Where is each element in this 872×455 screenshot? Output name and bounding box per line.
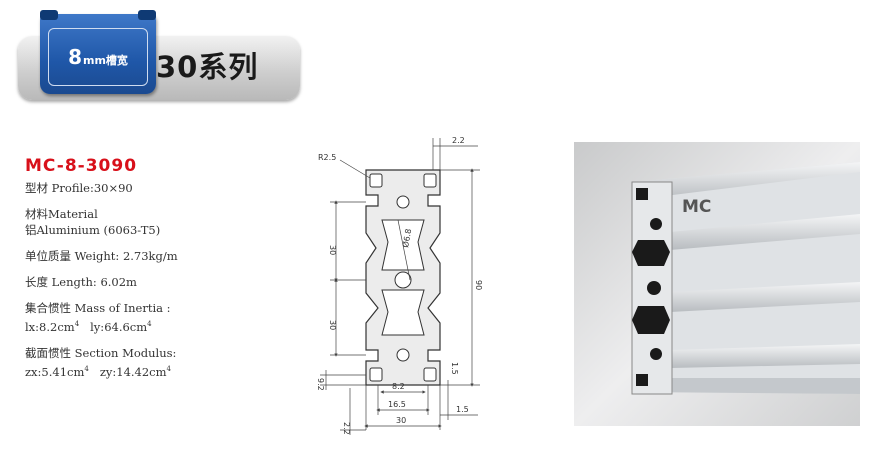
tab-fold-right	[138, 10, 156, 20]
section-values: zx:5.41cm4 zy:14.42cm4	[25, 361, 275, 380]
spec-length: 长度 Length: 6.02m	[25, 274, 275, 290]
material-label: 材料Material	[25, 207, 98, 221]
end-face-cavities	[632, 188, 670, 386]
zy-label: zy:	[99, 364, 117, 379]
spec-profile: 型材 Profile:30×90	[25, 180, 275, 196]
slot-number: 8	[68, 45, 82, 69]
slot-width-tab: 8 mm槽宽	[40, 10, 156, 94]
ly-value: 64.6cm	[104, 319, 148, 334]
weight-label: 单位质量 Weight:	[25, 249, 120, 263]
tab-fold-left	[40, 10, 58, 20]
extrusion-body	[632, 162, 860, 394]
dim-slot-width: 8.2	[392, 382, 405, 391]
profile-cross-section-drawing: 2.2 R2.5 Ø6.8 30 30 90 1.5 9.2 8.2 16.5 …	[316, 136, 483, 435]
ly-label: ly:	[90, 319, 105, 334]
profile-value: 30×90	[93, 181, 133, 195]
corner-cavity-bl	[369, 367, 383, 382]
spec-list: MC-8-3090 型材 Profile:30×90 材料Material 铝A…	[25, 158, 275, 390]
spec-weight: 单位质量 Weight: 2.73kg/m	[25, 248, 275, 264]
dim-pitch-1: 30	[328, 245, 337, 255]
spec-material: 材料Material 铝Aluminium (6063-T5)	[25, 206, 275, 238]
inertia-values: lx:8.2cm4 ly:64.6cm4	[25, 316, 275, 335]
zx-value: 5.41cm	[41, 364, 85, 379]
zy-exponent: 4	[166, 364, 171, 373]
corner-cavity-tl	[369, 173, 383, 188]
dim-lip: 1.5	[450, 362, 459, 375]
zy-value: 14.42cm	[116, 364, 167, 379]
lx-value: 8.2cm	[39, 319, 75, 334]
model-number: MC-8-3090	[25, 156, 138, 176]
dim-bottom-depth: 9.2	[316, 378, 325, 391]
lx-exponent: 4	[74, 320, 80, 328]
dim-height: 90	[474, 280, 483, 290]
center-hole-top	[396, 195, 410, 209]
core-cavity-lower	[381, 289, 425, 336]
zx-label: zx:	[25, 364, 42, 379]
dim-width: 30	[396, 416, 406, 425]
dim-top-slot: 2.2	[452, 136, 465, 145]
slot-width-label: 8 mm槽宽	[48, 28, 148, 86]
series-banner: 8 mm槽宽 30系列	[18, 10, 300, 100]
spec-section: 截面惯性 Section Modulus: zx:5.41cm4 zy:14.4…	[25, 345, 275, 380]
dim-hole: Ø6.8	[400, 228, 413, 248]
lx-label: lx:	[25, 319, 40, 334]
length-label: 长度 Length:	[25, 275, 97, 289]
spec-inertia: 集合惯性 Mass of Inertia : lx:8.2cm4 ly:64.6…	[25, 300, 275, 335]
brand-mark: MC	[682, 197, 711, 217]
inertia-label: 集合惯性 Mass of Inertia :	[25, 301, 171, 315]
dim-wall: 1.5	[456, 405, 469, 414]
weight-value: 2.73kg/m	[122, 249, 178, 263]
series-title: 30系列	[156, 50, 259, 84]
corner-cavity-br	[423, 367, 437, 382]
center-hole-bottom	[396, 348, 410, 362]
length-value: 6.02m	[100, 275, 137, 289]
ly-exponent: 4	[147, 320, 152, 328]
dim-slot-inner: 16.5	[388, 400, 406, 409]
profile-label: 型材 Profile:	[25, 181, 94, 195]
corner-cavity-tr	[423, 173, 437, 188]
dim-pitch-2: 30	[328, 320, 337, 330]
center-hole-middle	[394, 271, 412, 289]
dim-bottom-wall: 2.2	[342, 422, 351, 435]
profile-photo: MC	[574, 142, 860, 426]
material-value: 铝Aluminium (6063-T5)	[25, 223, 161, 237]
dim-radius: R2.5	[318, 153, 336, 162]
section-label: 截面惯性 Section Modulus:	[25, 345, 177, 360]
zx-exponent: 4	[84, 364, 89, 373]
slot-unit: mm槽宽	[82, 54, 128, 67]
